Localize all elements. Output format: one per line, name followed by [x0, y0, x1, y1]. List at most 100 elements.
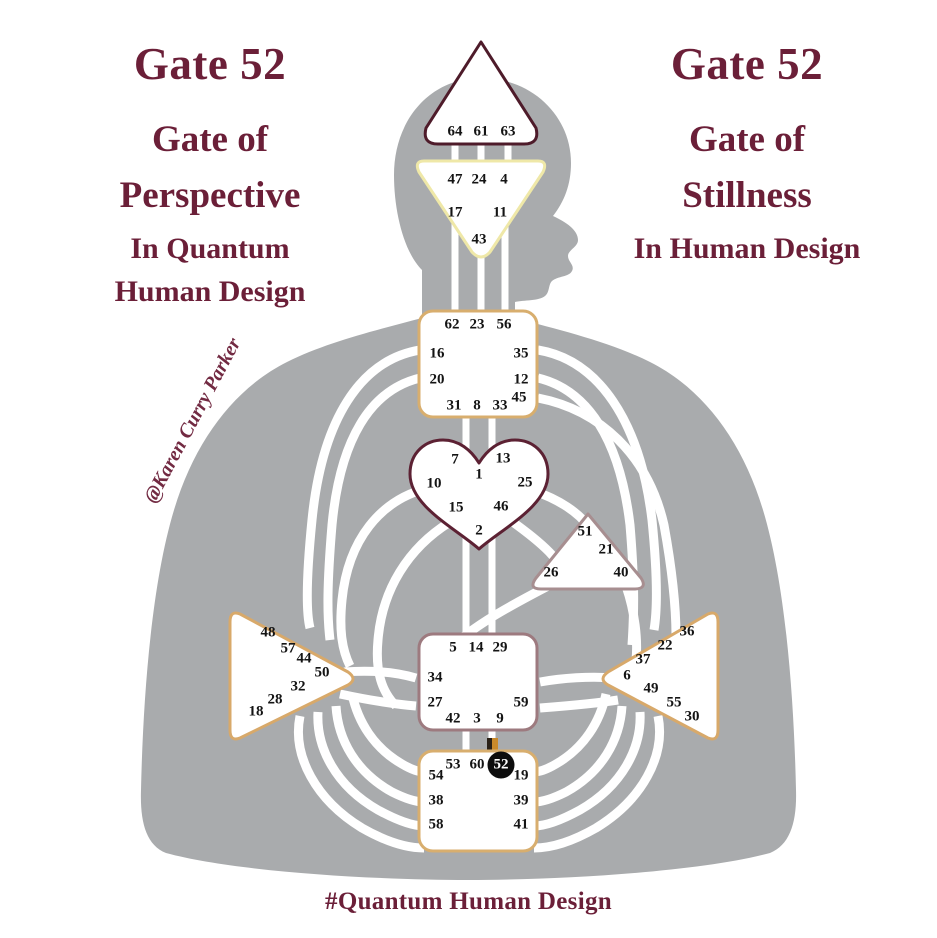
- gate-54[interactable]: 54: [429, 767, 445, 783]
- gate-18[interactable]: 18: [249, 703, 264, 719]
- gate-13-label: 13: [496, 450, 511, 466]
- gate-1[interactable]: 1: [475, 466, 483, 482]
- center-solar-plexus[interactable]: [601, 611, 720, 741]
- gate-39[interactable]: 39: [514, 792, 529, 808]
- gate-31[interactable]: 31: [447, 397, 462, 413]
- gate-32-label: 32: [291, 678, 306, 694]
- gate-56[interactable]: 56: [497, 316, 513, 332]
- gate-42[interactable]: 42: [446, 710, 461, 726]
- gate-2-label: 2: [475, 522, 483, 538]
- gate-19-label: 19: [514, 767, 529, 783]
- gate-22[interactable]: 22: [658, 637, 673, 653]
- gate-36-label: 36: [680, 623, 696, 639]
- gate-58[interactable]: 58: [429, 816, 444, 832]
- gate-10[interactable]: 10: [427, 475, 442, 491]
- gate-49[interactable]: 49: [644, 680, 659, 696]
- gate-52-label: 52: [494, 756, 509, 772]
- gate-35[interactable]: 35: [514, 345, 529, 361]
- gate-16[interactable]: 16: [430, 345, 446, 361]
- gate-57[interactable]: 57: [281, 640, 297, 656]
- active-channel-52: [487, 738, 498, 754]
- gate-27[interactable]: 27: [428, 694, 444, 710]
- gate-34[interactable]: 34: [428, 669, 444, 685]
- gate-11[interactable]: 11: [493, 204, 507, 220]
- gate-26-label: 26: [544, 564, 560, 580]
- gate-2[interactable]: 2: [475, 522, 483, 538]
- gate-30[interactable]: 30: [685, 708, 700, 724]
- gate-38[interactable]: 38: [429, 792, 444, 808]
- gate-45-label: 45: [512, 389, 527, 405]
- gate-13[interactable]: 13: [496, 450, 511, 466]
- gate-15-label: 15: [449, 499, 464, 515]
- gate-52[interactable]: 52: [487, 751, 515, 779]
- right-gate-name-line1: Gate of: [688, 119, 806, 161]
- gate-45[interactable]: 45: [512, 389, 527, 405]
- gate-8[interactable]: 8: [473, 397, 481, 413]
- gate-44[interactable]: 44: [297, 650, 313, 666]
- gate-20[interactable]: 20: [430, 371, 445, 387]
- gate-36[interactable]: 36: [680, 623, 696, 639]
- gate-47[interactable]: 47: [448, 171, 464, 187]
- gate-17-label: 17: [448, 204, 464, 220]
- left-gate-sub-line1: In Quantum: [130, 231, 290, 265]
- gate-62-label: 62: [445, 316, 460, 332]
- gate-50[interactable]: 50: [315, 664, 330, 680]
- gate-60[interactable]: 60: [470, 756, 485, 772]
- gate-47-label: 47: [448, 171, 464, 187]
- gate-4-label: 4: [500, 171, 508, 187]
- gate-48[interactable]: 48: [261, 624, 276, 640]
- gate-51[interactable]: 51: [578, 523, 593, 539]
- gate-33[interactable]: 33: [493, 397, 508, 413]
- right-gate-title: Gate 52: [670, 39, 824, 89]
- center-g[interactable]: [408, 438, 550, 551]
- gate-4[interactable]: 4: [500, 171, 508, 187]
- gate-23[interactable]: 23: [470, 316, 485, 332]
- gate-40[interactable]: 40: [614, 564, 629, 580]
- gate-43-label: 43: [472, 231, 487, 247]
- center-throat[interactable]: [417, 309, 539, 419]
- gate-37[interactable]: 37: [636, 651, 652, 667]
- center-sacral[interactable]: [417, 632, 539, 732]
- gate-63[interactable]: 63: [501, 123, 516, 139]
- gate-32[interactable]: 32: [291, 678, 306, 694]
- left-gate-name-line2: Perspective: [119, 175, 301, 217]
- gate-9[interactable]: 9: [496, 710, 504, 726]
- gate-14[interactable]: 14: [469, 639, 485, 655]
- gate-25[interactable]: 25: [518, 474, 533, 490]
- gate-28[interactable]: 28: [268, 691, 283, 707]
- gate-61[interactable]: 61: [474, 123, 489, 139]
- gate-3[interactable]: 3: [473, 710, 481, 726]
- gate-64[interactable]: 64: [448, 123, 464, 139]
- center-ego[interactable]: [531, 512, 645, 591]
- gate-12-label: 12: [514, 371, 529, 387]
- center-ajna[interactable]: [415, 159, 547, 259]
- gate-15[interactable]: 15: [449, 499, 464, 515]
- gate-6[interactable]: 6: [623, 667, 631, 683]
- gate-24[interactable]: 24: [472, 171, 488, 187]
- gate-59[interactable]: 59: [514, 694, 529, 710]
- gate-29[interactable]: 29: [493, 639, 508, 655]
- gate-53[interactable]: 53: [446, 756, 461, 772]
- gate-63-label: 63: [501, 123, 516, 139]
- gate-58-label: 58: [429, 816, 444, 832]
- gate-42-label: 42: [446, 710, 461, 726]
- gate-38-label: 38: [429, 792, 444, 808]
- gate-62[interactable]: 62: [445, 316, 460, 332]
- gate-44-label: 44: [297, 650, 313, 666]
- center-head[interactable]: [423, 40, 539, 146]
- gate-17[interactable]: 17: [448, 204, 464, 220]
- gate-12[interactable]: 12: [514, 371, 529, 387]
- gate-46[interactable]: 46: [494, 498, 510, 514]
- gate-7[interactable]: 7: [451, 451, 459, 467]
- center-spleen[interactable]: [228, 611, 355, 741]
- gate-21[interactable]: 21: [599, 541, 614, 557]
- gate-19[interactable]: 19: [514, 767, 529, 783]
- gate-53-label: 53: [446, 756, 461, 772]
- gate-16-label: 16: [430, 345, 446, 361]
- gate-5[interactable]: 5: [449, 639, 457, 655]
- gate-41[interactable]: 41: [514, 816, 529, 832]
- gate-55[interactable]: 55: [667, 694, 682, 710]
- gate-26[interactable]: 26: [544, 564, 560, 580]
- gate-43[interactable]: 43: [472, 231, 487, 247]
